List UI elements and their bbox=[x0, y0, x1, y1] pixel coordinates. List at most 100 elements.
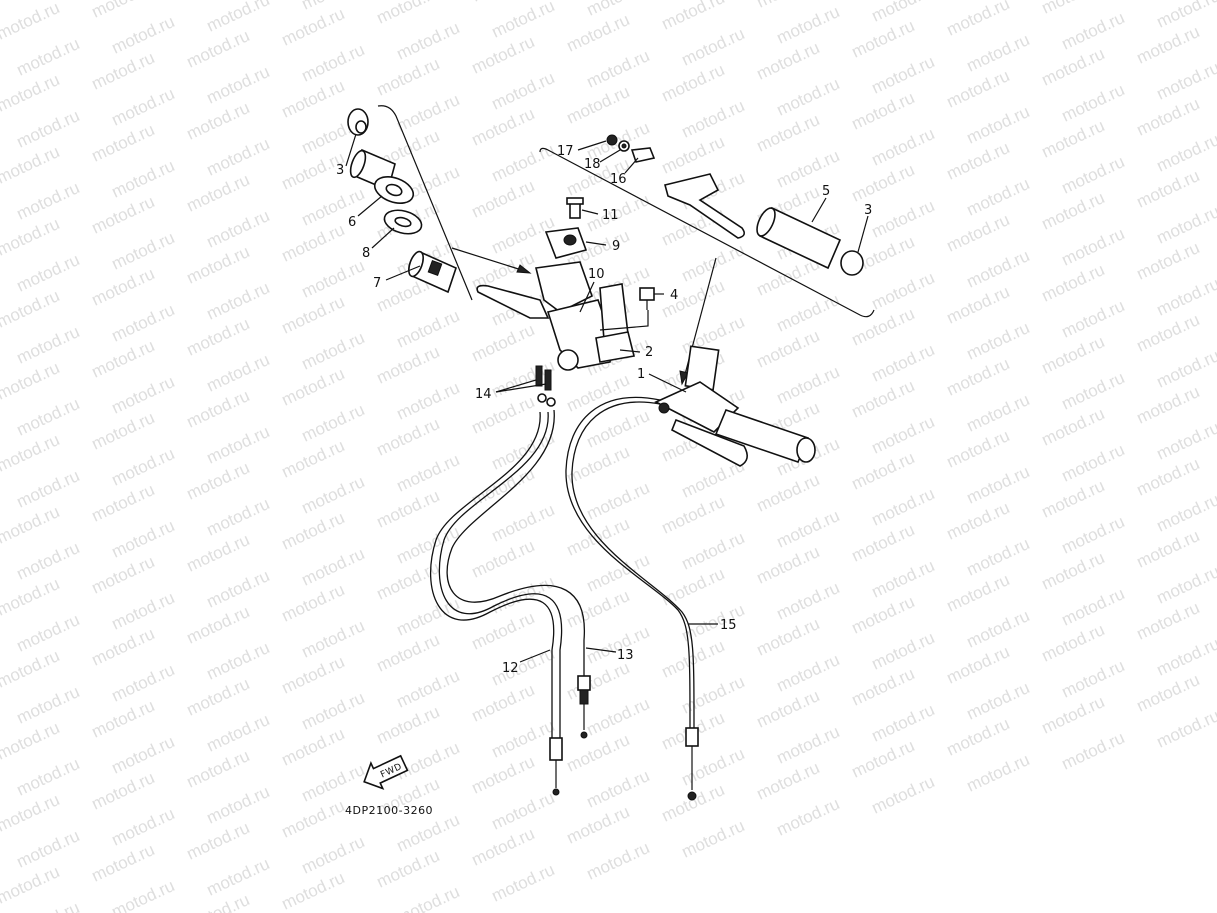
watermark-text: motod.ru bbox=[0, 718, 62, 764]
watermark-text: motod.ru bbox=[659, 492, 728, 538]
watermark-text: motod.ru bbox=[849, 376, 918, 422]
watermark-text: motod.ru bbox=[1154, 346, 1217, 392]
watermark-text: motod.ru bbox=[849, 448, 918, 494]
watermark-text: motod.ru bbox=[1039, 44, 1108, 90]
callout-7: 7 bbox=[373, 276, 381, 291]
watermark-text: motod.ru bbox=[469, 32, 538, 78]
pivot-16 bbox=[630, 147, 656, 163]
watermark-text: motod.ru bbox=[754, 686, 823, 732]
watermark-text: motod.ru bbox=[469, 536, 538, 582]
clutch-lever bbox=[664, 173, 746, 239]
watermark-text: motod.ru bbox=[89, 192, 158, 238]
callout-11: 11 bbox=[602, 208, 619, 223]
watermark-text: motod.ru bbox=[1134, 166, 1203, 212]
watermark-text: motod.ru bbox=[0, 646, 62, 692]
watermark-text: motod.ru bbox=[279, 220, 348, 266]
watermark-text: motod.ru bbox=[469, 752, 538, 798]
callout-4: 4 bbox=[670, 288, 678, 303]
cable-15-end bbox=[685, 727, 699, 801]
clutch-cable-15 bbox=[565, 396, 691, 731]
watermark-text: motod.ru bbox=[944, 498, 1013, 544]
callout-14: 14 bbox=[475, 387, 492, 402]
watermark-text: motod.ru bbox=[564, 370, 633, 416]
watermark-text: motod.ru bbox=[1039, 692, 1108, 738]
watermark-text: motod.ru bbox=[0, 142, 62, 188]
watermark-text: motod.ru bbox=[774, 794, 843, 840]
watermark-text: motod.ru bbox=[469, 0, 538, 6]
watermark-text: motod.ru bbox=[1134, 670, 1203, 716]
watermark-text: motod.ru bbox=[754, 542, 823, 588]
screw-4 bbox=[639, 287, 655, 310]
watermark-text: motod.ru bbox=[849, 160, 918, 206]
washer-6 bbox=[373, 176, 415, 204]
watermark-text: motod.ru bbox=[849, 592, 918, 638]
watermark-text: motod.ru bbox=[849, 736, 918, 782]
callout-17: 17 bbox=[557, 144, 574, 159]
watermark-text: motod.ru bbox=[659, 564, 728, 610]
watermark-text: motod.ru bbox=[1039, 116, 1108, 162]
callout-5: 5 bbox=[822, 184, 830, 199]
watermark-text: motod.ru bbox=[1134, 382, 1203, 428]
watermark-text: motod.ru bbox=[944, 714, 1013, 760]
watermark-text: motod.ru bbox=[1039, 260, 1108, 306]
cable-adjusters-14 bbox=[535, 365, 556, 407]
watermark-text: motod.ru bbox=[374, 630, 443, 676]
callout-13: 13 bbox=[617, 648, 634, 663]
watermark-text: motod.ru bbox=[964, 750, 1033, 796]
watermark-text: motod.ru bbox=[89, 336, 158, 382]
watermark-text: motod.ru bbox=[279, 436, 348, 482]
watermark-text: motod.ru bbox=[469, 680, 538, 726]
callout-9: 9 bbox=[612, 239, 620, 254]
watermark-text: motod.ru bbox=[659, 0, 728, 34]
watermark-text: motod.ru bbox=[184, 530, 253, 576]
watermark-text: motod.ru bbox=[944, 210, 1013, 256]
watermark-text: motod.ru bbox=[279, 508, 348, 554]
left-exploded-bracket bbox=[377, 105, 473, 301]
watermark-text: motod.ru bbox=[1039, 0, 1108, 18]
watermark-text: motod.ru bbox=[1154, 130, 1217, 176]
watermark-text: motod.ru bbox=[469, 176, 538, 222]
watermark-text: motod.ru bbox=[1134, 238, 1203, 284]
left-bracket-arrowhead bbox=[516, 264, 532, 274]
lever-holder-1 bbox=[654, 345, 748, 467]
watermark-text: motod.ru bbox=[394, 882, 463, 913]
watermark-text: motod.ru bbox=[89, 120, 158, 166]
watermark-text: motod.ru bbox=[1134, 454, 1203, 500]
watermark-text: motod.ru bbox=[1134, 94, 1203, 140]
watermark-text: motod.ru bbox=[184, 314, 253, 360]
right-bracket-arrowhead bbox=[679, 370, 689, 386]
watermark-text: motod.ru bbox=[849, 16, 918, 62]
watermark-text: motod.ru bbox=[1059, 728, 1128, 774]
watermark-text: motod.ru bbox=[849, 664, 918, 710]
watermark-text: motod.ru bbox=[679, 816, 748, 862]
watermark-text: motod.ru bbox=[184, 674, 253, 720]
watermark-text: motod.ru bbox=[1039, 548, 1108, 594]
throttle-cable-13 bbox=[446, 409, 586, 676]
watermark-text: motod.ru bbox=[659, 60, 728, 106]
watermark-text: motod.ru bbox=[564, 802, 633, 848]
callout-8: 8 bbox=[362, 246, 370, 261]
watermark-text: motod.ru bbox=[754, 614, 823, 660]
watermark-text: motod.ru bbox=[374, 342, 443, 388]
watermark-text: motod.ru bbox=[564, 442, 633, 488]
watermark-text: motod.ru bbox=[754, 110, 823, 156]
watermark-text: motod.ru bbox=[109, 876, 178, 913]
callout-labels: 1 2 3 3 4 5 6 7 8 9 10 11 12 13 14 15 16… bbox=[336, 144, 872, 676]
watermark-text: motod.ru bbox=[754, 0, 823, 12]
watermark-text: motod.ru bbox=[89, 624, 158, 670]
watermark-text: motod.ru bbox=[489, 860, 558, 906]
watermark-text: motod.ru bbox=[1154, 706, 1217, 752]
clamp-2 bbox=[595, 331, 635, 363]
leader-lines bbox=[345, 133, 869, 663]
watermark-text: motod.ru bbox=[0, 502, 62, 548]
watermark-text: motod.ru bbox=[0, 0, 62, 44]
watermark-text: motod.ru bbox=[469, 320, 538, 366]
watermark-text: motod.ru bbox=[564, 730, 633, 776]
watermark-text: motod.ru bbox=[1039, 404, 1108, 450]
watermark-text: motod.ru bbox=[0, 430, 62, 476]
watermark-text: motod.ru bbox=[0, 862, 62, 908]
watermark-text: motod.ru bbox=[659, 276, 728, 322]
watermark-text: motod.ru bbox=[469, 464, 538, 510]
callout-1: 1 bbox=[637, 367, 645, 382]
watermark-text: motod.ru bbox=[89, 840, 158, 886]
